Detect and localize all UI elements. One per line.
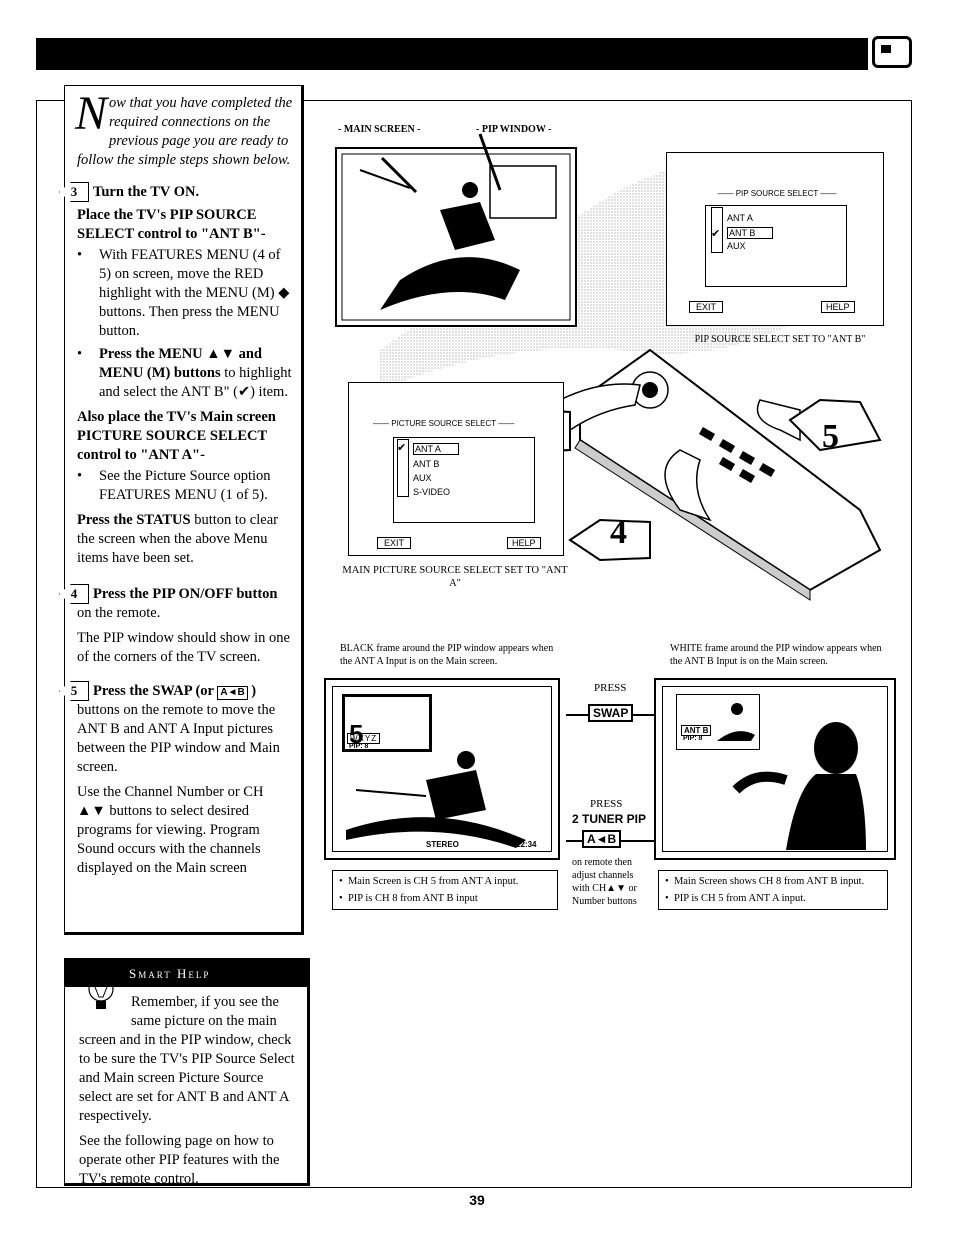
header-bar — [36, 38, 868, 70]
ant-a-notes: • Main Screen is CH 5 from ANT A input. … — [332, 870, 558, 910]
lightbulb-icon — [88, 976, 114, 1009]
checkmark-icon: ✔ — [711, 228, 721, 240]
pic-menu-aux: AUX — [413, 473, 432, 483]
pip-menu-ant-a: ANT A — [727, 213, 753, 223]
step-5-text: buttons on the remote to move the ANT B … — [77, 702, 280, 775]
pic-menu-svideo: S-VIDEO — [413, 487, 451, 497]
performer-illustration — [732, 722, 866, 850]
diagram-step-4: 4 — [610, 514, 627, 551]
pic-menu-ant-b: ANT B — [413, 459, 440, 469]
swap-ab-icon: A◄B — [217, 686, 248, 700]
step-3-bullet-1: With FEATURES MENU (4 of 5) on screen, m… — [77, 246, 295, 341]
tv-screen-ant-a: 5 WXYZ PIP: 8 STEREO 12:34 — [324, 678, 560, 860]
step-5-text-2: Use the Channel Number or CH ▲▼ buttons … — [77, 784, 264, 876]
ant-b-note-1: • Main Screen shows CH 8 from ANT B inpu… — [665, 876, 865, 887]
step-3-badge: 3 — [59, 182, 89, 202]
pip-source-menu: —— PIP SOURCE SELECT —— ✔ ANT A ANT B AU… — [666, 152, 884, 326]
pic-exit-button: EXIT — [377, 537, 412, 549]
ant-b-note-2: • PIP is CH 5 from ANT A input. — [665, 893, 806, 904]
step-4-text: The PIP window should show in one of the… — [77, 630, 290, 665]
swap-button: SWAP — [588, 704, 634, 722]
skier-illustration — [346, 751, 526, 848]
clock-display: 12:34 — [516, 840, 537, 849]
pip-menu-aux: AUX — [727, 241, 746, 251]
pip-menu-ant-b: ANT B — [727, 227, 773, 239]
step-3-main-source: Also place the TV's Main screen PICTURE … — [77, 409, 276, 463]
pic-help-button: HELP — [507, 537, 541, 549]
pip-window-white: ANT B PIP: 8 — [676, 694, 760, 750]
white-frame-caption: WHITE frame around the PIP window appear… — [670, 643, 882, 667]
pip-window-black: 5 WXYZ PIP: 8 — [342, 694, 432, 752]
ab-button: A◄B — [582, 830, 622, 848]
step-4-badge: 4 — [59, 584, 89, 604]
pip-caption: PIP SOURCE SELECT SET TO "ANT B" — [694, 334, 866, 345]
step-3-status: Press the STATUS button to clear the scr… — [77, 512, 278, 566]
diagram-step-5: 5 — [822, 418, 839, 455]
main-screen-label: - MAIN SCREEN - — [338, 124, 421, 135]
checkmark-icon: ✔ — [397, 442, 407, 454]
tv-icon — [872, 36, 912, 68]
black-frame-caption: BLACK frame around the PIP window appear… — [340, 643, 554, 667]
ant-a-note-1: • Main Screen is CH 5 from ANT A input. — [339, 876, 519, 887]
stereo-indicator: STEREO — [426, 840, 459, 849]
pip-channel-label-b: ANT B — [681, 725, 712, 736]
step-3-bullet-2: Press the MENU ▲▼ and MENU (M) buttons t… — [77, 345, 295, 402]
smart-help-box: Smart Help Remember, if you see the same… — [64, 958, 310, 1187]
step-3-bullet-3: See the Picture Source option FEATURES M… — [77, 467, 295, 505]
smart-help-text-2: See the following page on how to operate… — [79, 1133, 280, 1187]
step-5-badge: 5 — [59, 681, 89, 701]
ant-a-note-2: • PIP is CH 8 from ANT B input — [339, 893, 478, 904]
ab-button-group: A◄B — [566, 830, 654, 852]
tv-screen-ant-b: ANT B PIP: 8 — [654, 678, 896, 860]
pip-channel-label: WXYZ — [347, 733, 381, 744]
pic-caption: MAIN PICTURE SOURCE SELECT SET TO "ANT A… — [342, 565, 568, 589]
pip-help-button: HELP — [821, 301, 855, 313]
tuner-pip-label: 2 TUNER PIP — [572, 812, 647, 826]
dropcap: N — [75, 87, 108, 140]
picture-source-menu: —— PICTURE SOURCE SELECT —— ✔ ANT A ANT … — [348, 382, 564, 556]
step-3-pip-source: Place the TV's PIP SOURCE SELECT control… — [77, 207, 266, 242]
remote-note: on remote then adjust channels with CH▲▼… — [572, 857, 637, 907]
pip-menu-title: —— PIP SOURCE SELECT —— — [717, 189, 837, 198]
smart-help-title: Smart Help — [65, 959, 307, 987]
ant-b-notes: • Main Screen shows CH 8 from ANT B inpu… — [658, 870, 888, 910]
pic-menu-ant-a: ANT A — [413, 443, 459, 455]
page-frame — [36, 100, 912, 1188]
press-label-2: PRESS — [590, 798, 623, 810]
press-label-1: PRESS — [594, 682, 627, 694]
smart-help-text-1: Remember, if you see the same picture on… — [79, 994, 295, 1124]
pic-menu-title: —— PICTURE SOURCE SELECT —— — [373, 419, 515, 428]
swap-button-group: SWAP — [566, 702, 654, 728]
page-number: 39 — [469, 1192, 485, 1208]
pip-window-label: - PIP WINDOW - — [476, 124, 552, 135]
pip-exit-button: EXIT — [689, 301, 724, 313]
